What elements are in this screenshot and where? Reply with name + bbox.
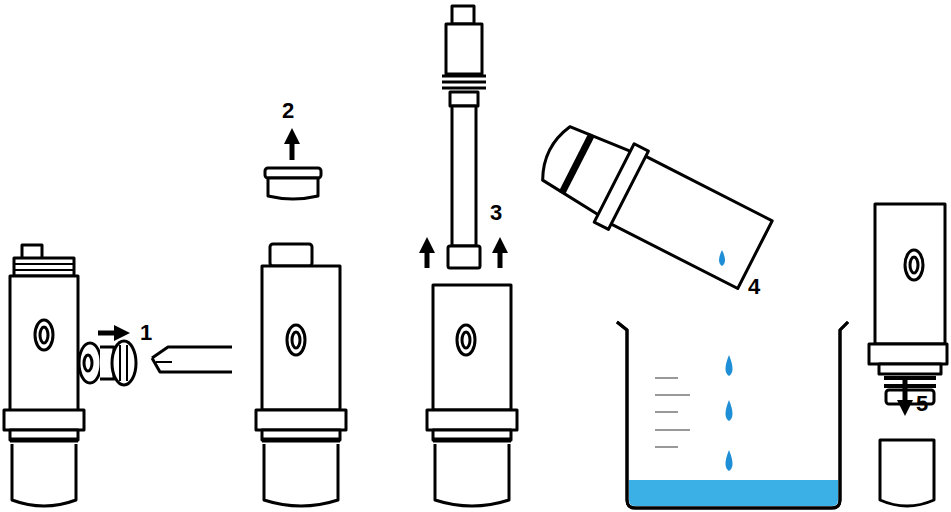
probe-step-5 [869,204,947,506]
callout-number: 1 [140,322,152,344]
callout-number: 3 [490,202,502,224]
callout-number: 2 [282,100,294,122]
callout-number: 5 [916,393,928,415]
probe-step-1 [4,245,232,506]
probe-step-2 [256,136,346,506]
probe-step-4 [530,111,848,508]
callout-number: 4 [748,276,760,298]
probe-step-3 [427,6,517,506]
